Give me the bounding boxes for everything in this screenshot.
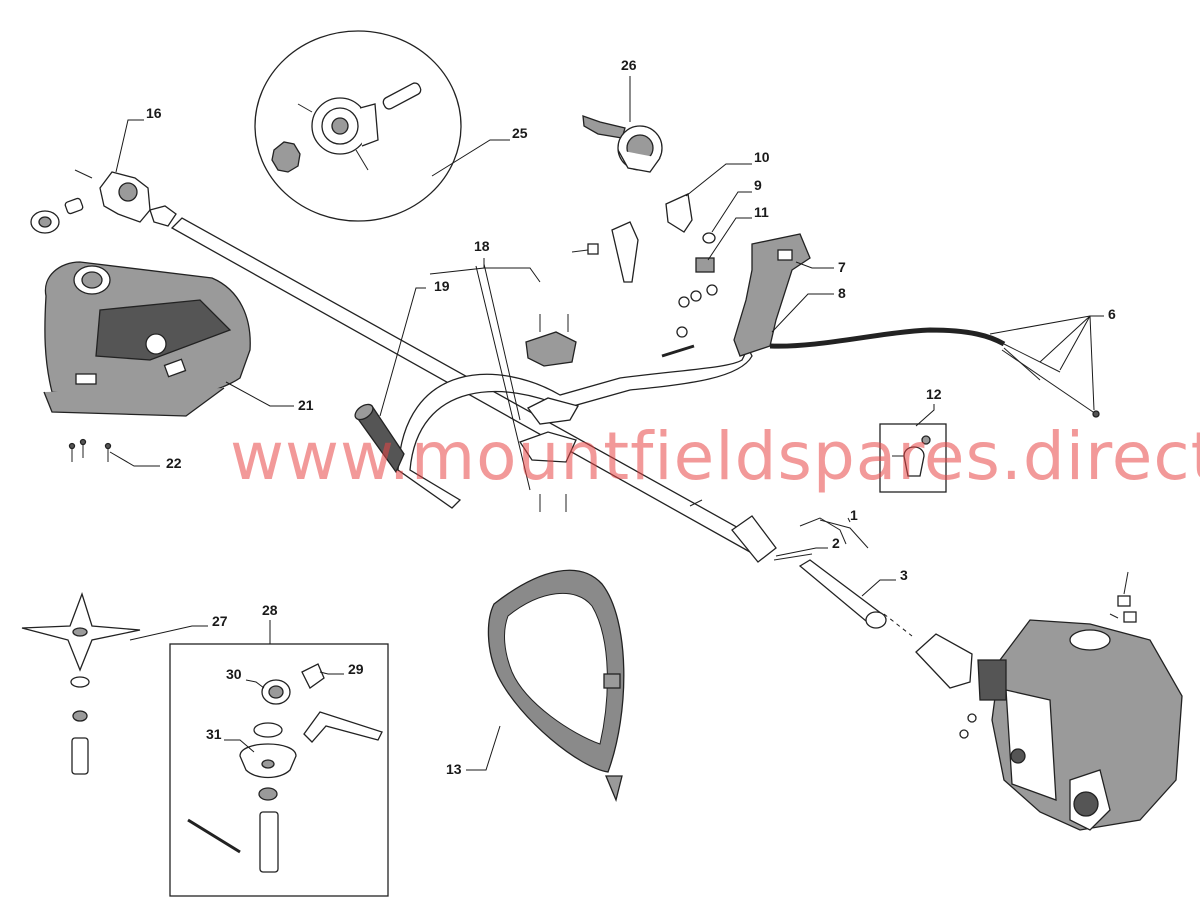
callout-10: 10: [754, 149, 770, 165]
callout-1: 1: [850, 507, 858, 523]
callout-11: 11: [754, 204, 769, 220]
part-12-clamp: [879, 423, 947, 493]
part-28-kit: [169, 643, 389, 897]
blade-fasteners: [70, 676, 90, 775]
callout-30: 30: [226, 666, 242, 682]
callout-21: 21: [298, 397, 314, 413]
engine-assembly: [915, 571, 1183, 831]
callout-9: 9: [754, 177, 762, 193]
part-26-throttle-lever: [582, 115, 663, 173]
throttle-small-parts: [571, 193, 718, 358]
parts-1-2: [773, 517, 869, 561]
part-3-sleeve: [798, 559, 887, 629]
leader-lines: [109, 76, 1104, 771]
callout-3: 3: [900, 567, 908, 583]
part-25-trimmer-head: [254, 30, 462, 222]
callout-7: 7: [838, 259, 846, 275]
part-27-blade: [21, 591, 141, 672]
callout-31: 31: [206, 726, 222, 742]
callout-8: 8: [838, 285, 846, 301]
handlebar: [354, 314, 753, 512]
callout-6: 6: [1108, 306, 1116, 322]
callout-28: 28: [262, 602, 278, 618]
part-13-strap: [487, 569, 625, 803]
part-18-clamp: [518, 314, 579, 512]
callout-12: 12: [926, 386, 942, 402]
callout-29: 29: [348, 661, 364, 677]
callout-26: 26: [621, 57, 637, 73]
part-8-cable: [769, 327, 1100, 418]
part-7-handle: [733, 233, 811, 357]
callout-22: 22: [166, 455, 182, 471]
callout-16: 16: [146, 105, 162, 121]
callout-2: 2: [832, 535, 840, 551]
callout-18: 18: [474, 238, 490, 254]
part-19-handle-grip: [354, 403, 405, 474]
part-16-gear-head: [30, 169, 177, 234]
callout-13: 13: [446, 761, 462, 777]
callout-19: 19: [434, 278, 450, 294]
part-21-guard: [43, 261, 251, 417]
callout-labels: 26 16 25 10 9 11 18 7 19 8 6 21 12 22 1 …: [146, 57, 1116, 777]
callout-25: 25: [512, 125, 528, 141]
callout-27: 27: [212, 613, 228, 629]
part-22-screws: [68, 438, 112, 462]
